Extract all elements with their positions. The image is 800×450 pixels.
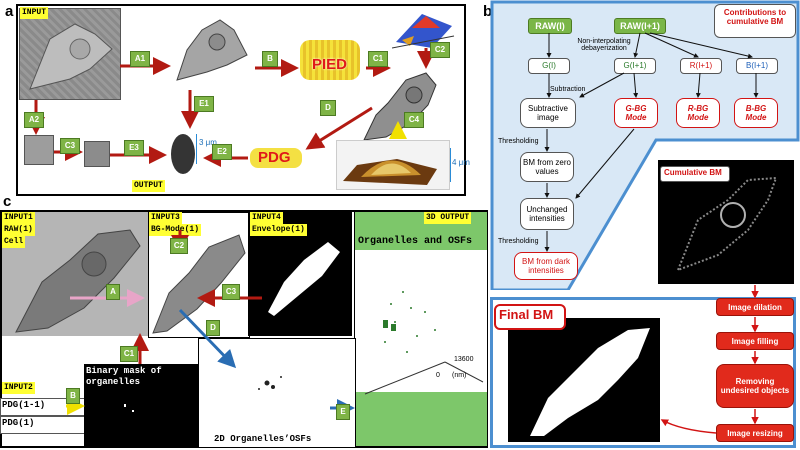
osfs-2d-label: 2D Organelles’OSFs <box>214 434 312 444</box>
g-bg-mode-node: G-BG Mode <box>614 98 658 128</box>
a1-processed-cell <box>172 10 252 88</box>
arrow-label-d: D <box>320 100 336 116</box>
input1-label-2: Cell <box>2 236 26 248</box>
unchanged-node: Unchanged intensities <box>520 198 574 230</box>
step-image-dilation: Image dilation <box>716 298 794 316</box>
input4-label-1: Envelope(1) <box>250 224 307 236</box>
output-3d-label: 3D OUTPUT <box>424 212 472 224</box>
bm-dark-text: BM from dark intensities <box>521 257 570 275</box>
pdg-blob <box>250 148 302 168</box>
panel-a-arrows <box>27 48 435 167</box>
input-cell-image <box>19 8 121 100</box>
axis-value: 13600 <box>454 356 474 363</box>
c-arrow-label-c1: C1 <box>120 346 138 362</box>
c-arrow-label-c2: C2 <box>170 238 188 254</box>
subtractive-image-node: Subtractive image <box>520 98 576 128</box>
r-i1-node: R(I+1) <box>680 58 722 74</box>
scale-right-label: 4 μm <box>452 158 470 167</box>
non-interp-label: Non-interpolating debayerization <box>577 38 631 52</box>
c3-square <box>84 141 110 167</box>
r-bg-mode-node: R-BG Mode <box>676 98 720 128</box>
color-3d-surface <box>391 6 456 50</box>
scale-right-bar <box>450 148 451 182</box>
scale-left-label: 3 μm <box>199 138 217 147</box>
subtractive-image-text: Subtractive image <box>527 104 569 122</box>
arrow-label-e1: E1 <box>194 96 214 112</box>
c-arrow-label-b: B <box>66 388 80 404</box>
c-arrow-label-e: E <box>336 404 350 420</box>
bm-zero-text: BM from zero values <box>522 158 571 176</box>
scale-left-bar <box>196 134 197 164</box>
bm-dark-node: BM from dark intensities <box>514 252 578 280</box>
subtraction-label: Subtraction <box>550 86 586 93</box>
output-3d-green-bottom <box>355 392 487 446</box>
pdg-prev-label: PDG(1-1) <box>2 400 46 410</box>
thresholding1-label: Thresholding <box>498 138 539 145</box>
surface-3d <box>336 140 450 190</box>
input3-label-1: BG-Mode(1) <box>149 224 202 236</box>
pied-image <box>300 40 360 80</box>
axis-unit: (nm) <box>452 372 467 379</box>
b-i1-node: B(I+1) <box>736 58 778 74</box>
input2-label: INPUT2 <box>2 382 35 394</box>
pied-label: PIED <box>312 56 348 73</box>
input-label: INPUT <box>20 7 49 19</box>
contrib-title: Contributions to cumulative BM <box>723 8 787 26</box>
r-bg-mode-text: R-BG Mode <box>687 104 709 122</box>
a2-square <box>24 135 54 165</box>
final-bm-image <box>508 318 660 442</box>
cumulative-bm-label-box <box>660 166 730 182</box>
c-arrow-label-c3: C3 <box>222 284 240 300</box>
arrow-label-c3: C3 <box>60 138 80 154</box>
input1-label-0: INPUT1 <box>2 212 35 224</box>
panel-c-letter: c <box>3 193 12 210</box>
arrow-label-a1: A1 <box>130 51 150 67</box>
output-3d-panel <box>354 212 487 446</box>
step-removing-objects: Removing undesired objects <box>716 364 794 408</box>
raw-i-node: RAW(I) <box>528 18 572 34</box>
binary-mask-label: Binary mask of organelles <box>86 366 162 387</box>
arrow-label-e3: E3 <box>124 140 144 156</box>
final-bm-label-box <box>494 304 566 330</box>
c-arrow-label-a: A <box>106 284 120 300</box>
arrow-label-b: B <box>262 51 278 67</box>
arrow-label-c1: C1 <box>368 51 388 67</box>
g-bg-mode-text: G-BG Mode <box>625 104 647 122</box>
axis-zero: 0 <box>436 372 440 379</box>
panel-c-arrows <box>66 230 355 417</box>
panel-b-letter: b <box>483 3 493 20</box>
cumulative-bm-label: Cumulative BM <box>664 168 722 177</box>
arrow-label-c2: C2 <box>430 42 450 58</box>
unchanged-text: Unchanged intensities <box>526 205 568 223</box>
output-label: OUTPUT <box>132 180 165 192</box>
arrow-label-e2: E2 <box>212 144 232 160</box>
panel-a-letter: a <box>5 3 14 20</box>
input4-label-0: INPUT4 <box>250 212 283 224</box>
organelles-title: Organelles and OSFs <box>358 236 473 247</box>
g-i1-node: G(I+1) <box>614 58 656 74</box>
step-image-filling: Image filling <box>716 332 794 350</box>
input1-label-1: RAW(1) <box>2 224 35 236</box>
bm-zero-node: BM from zero values <box>520 152 574 182</box>
step-image-resizing: Image resizing <box>716 424 794 442</box>
c-arrow-label-d: D <box>206 320 220 336</box>
panel-b-arrows <box>544 32 759 252</box>
arrow-label-a2: A2 <box>24 112 44 128</box>
b-bg-mode-text: B-BG Mode <box>745 104 767 122</box>
b-bg-mode-node: B-BG Mode <box>734 98 778 128</box>
thresholding2-label: Thresholding <box>498 238 539 245</box>
pdg-cur-label: PDG(1) <box>2 418 35 428</box>
input3-label-0: INPUT3 <box>149 212 182 224</box>
binary-mask-image <box>84 364 198 446</box>
pdg-label: PDG <box>258 149 291 166</box>
contrib-title-box <box>714 4 796 38</box>
arrow-label-c4: C4 <box>404 112 424 128</box>
final-bm-label: Final BM <box>499 307 554 322</box>
output-pointcloud <box>168 130 198 178</box>
